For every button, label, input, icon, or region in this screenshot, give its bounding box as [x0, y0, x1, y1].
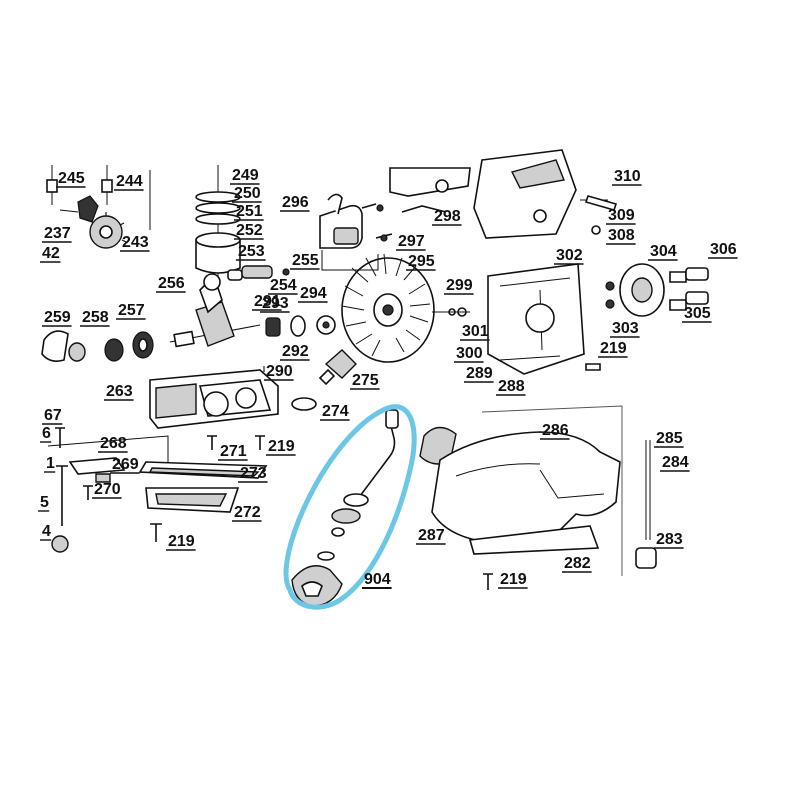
fuel-cap-assembly — [291, 409, 399, 607]
callout-label-c288: 288 — [498, 378, 525, 395]
bracket — [68, 457, 126, 483]
callout-label-c250: 250 — [234, 185, 261, 202]
callout-label-c243: 243 — [122, 234, 149, 251]
callout-label-c296: 296 — [282, 194, 309, 211]
callout-label-c219a: 219 — [600, 340, 627, 357]
callout-label-c308: 308 — [608, 227, 635, 244]
callout-label-c301: 301 — [462, 323, 489, 340]
callout-label-c275: 275 — [352, 372, 379, 389]
callout-label-c5: 5 — [40, 494, 49, 511]
crankshaft-assembly — [41, 273, 336, 362]
callout-label-c42: 42 — [42, 245, 60, 262]
callout-label-c303: 303 — [612, 320, 639, 337]
callout-label-c253: 253 — [238, 243, 265, 260]
callout-label-c270: 270 — [94, 481, 121, 498]
callout-label-c286: 286 — [542, 422, 569, 439]
callout-label-c1: 1 — [46, 455, 55, 472]
callout-label-c268: 268 — [100, 435, 127, 452]
callout-label-c291: 291 — [254, 293, 281, 310]
callout-label-c285: 285 — [656, 430, 683, 447]
callout-label-c251: 251 — [236, 203, 263, 220]
callout-label-c290: 290 — [266, 363, 293, 380]
screws — [83, 195, 618, 590]
callout-label-c254: 254 — [270, 277, 297, 294]
flywheel — [341, 253, 435, 363]
starter-pulley — [432, 263, 709, 317]
callout-label-c258: 258 — [82, 309, 109, 326]
callout-label-c298: 298 — [434, 208, 461, 225]
callout-label-c255: 255 — [292, 252, 319, 269]
callout-label-c244: 244 — [116, 173, 143, 190]
callout-label-c273: 273 — [240, 465, 267, 482]
callout-label-c4: 4 — [42, 523, 51, 540]
callout-label-c294: 294 — [300, 285, 327, 302]
ignition-coil — [319, 193, 393, 271]
callout-label-c237: 237 — [44, 225, 71, 242]
spark-plug-cap — [291, 349, 357, 411]
callout-label-c293: 293 — [262, 295, 289, 312]
callout-label-c309: 309 — [608, 207, 635, 224]
callout-label-c287: 287 — [418, 527, 445, 544]
callout-label-c304: 304 — [650, 243, 677, 260]
callout-label-c284: 284 — [662, 454, 689, 471]
callout-label-c219c: 219 — [168, 533, 195, 550]
callout-label-c249: 249 — [232, 167, 259, 184]
callout-label-c282: 282 — [564, 555, 591, 572]
callout-label-c300: 300 — [456, 345, 483, 362]
callout-label-c219b: 219 — [268, 438, 295, 455]
callout-label-c295: 295 — [408, 253, 435, 270]
callout-label-c67: 67 — [44, 407, 62, 424]
callout-label-c299: 299 — [446, 277, 473, 294]
callout-label-c904: 904 — [364, 571, 391, 588]
starter-housing — [389, 149, 608, 375]
callout-label-c272: 272 — [234, 504, 261, 521]
callout-label-c274: 274 — [322, 403, 349, 420]
oil-pan — [138, 461, 268, 513]
crankcase — [149, 366, 279, 429]
left-bolts — [47, 427, 169, 553]
callout-label-c263: 263 — [106, 383, 133, 400]
callout-label-c292: 292 — [282, 343, 309, 360]
callout-label-c252: 252 — [236, 222, 263, 239]
callout-label-c245: 245 — [58, 170, 85, 187]
callout-label-c257: 257 — [118, 302, 145, 319]
callout-label-c306: 306 — [710, 241, 737, 258]
callout-label-c289: 289 — [466, 365, 493, 382]
callout-label-c305: 305 — [684, 305, 711, 322]
callout-label-c297: 297 — [398, 233, 425, 250]
callout-label-c269: 269 — [112, 456, 139, 473]
callout-label-c271: 271 — [220, 443, 247, 460]
piston-assembly — [195, 165, 290, 300]
callout-label-c302: 302 — [556, 247, 583, 264]
valve-assembly — [46, 165, 151, 249]
callout-label-c256: 256 — [158, 275, 185, 292]
highlight-outline — [283, 404, 417, 610]
callout-label-c6: 6 — [42, 425, 51, 442]
callout-label-c219d: 219 — [500, 571, 527, 588]
fuel-tank — [419, 405, 657, 576]
callout-label-c259: 259 — [44, 309, 71, 326]
callout-label-c310: 310 — [614, 168, 641, 185]
callout-label-c283: 283 — [656, 531, 683, 548]
